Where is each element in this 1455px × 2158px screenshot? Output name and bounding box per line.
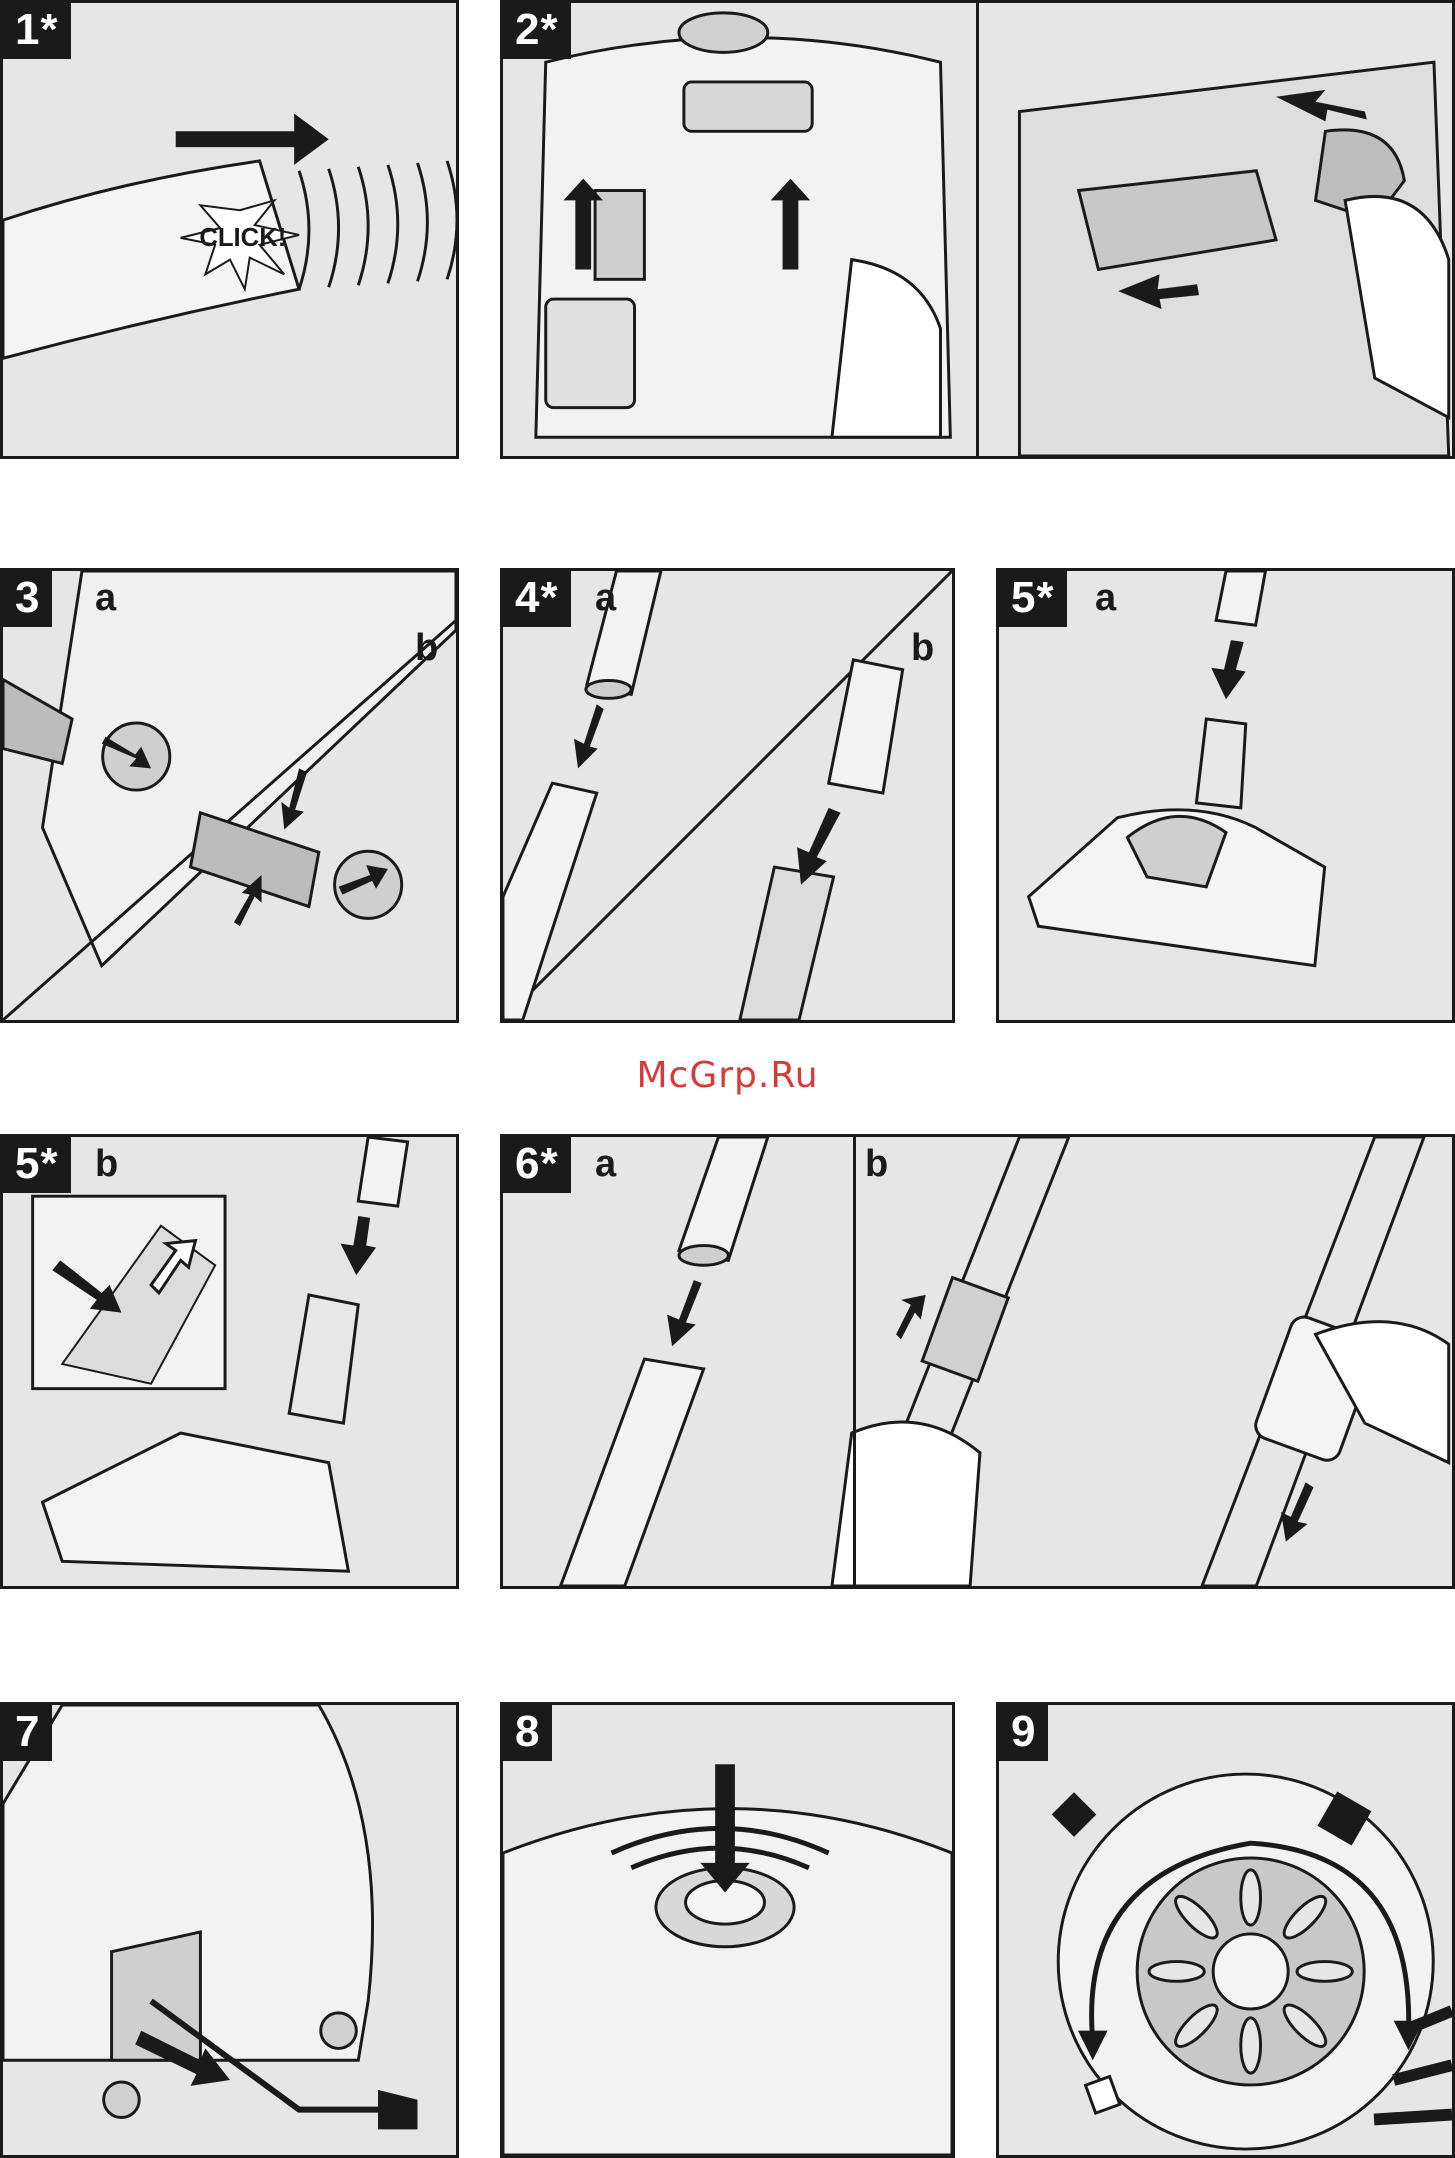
step-badge: 5* xyxy=(999,571,1067,627)
watermark: McGrp.Ru xyxy=(0,1055,1455,1096)
panel-5a-floor-nozzle: 5* a xyxy=(996,568,1455,1023)
panel-7-cord-pull: 7 xyxy=(0,1702,459,2158)
floor-nozzle-attach-illustration xyxy=(999,571,1452,1020)
sub-label-b: b xyxy=(415,627,438,670)
step-badge: 2* xyxy=(503,3,571,59)
power-dial-illustration xyxy=(999,1705,1452,2155)
sub-label-a: a xyxy=(95,577,116,620)
sub-label-b: b xyxy=(865,1143,888,1186)
step-badge: 6* xyxy=(503,1137,571,1193)
push-arrow xyxy=(176,114,329,165)
panel-divider xyxy=(853,1137,856,1589)
click-label: CLICK! xyxy=(199,224,286,252)
step-badge: 5* xyxy=(3,1137,71,1193)
panel-6-tube-adjust: 6* a b xyxy=(500,1134,1455,1589)
step-badge: 3 xyxy=(3,571,52,627)
step-badge: 1* xyxy=(3,3,71,59)
sub-label-a: a xyxy=(595,1143,616,1186)
step-badge: 8 xyxy=(503,1705,552,1761)
panel-5b-nozzle-switch: 5* b xyxy=(0,1134,459,1589)
panel-9-power-dial: 9 xyxy=(996,1702,1455,2158)
panel-4-tube-connect: 4* a b xyxy=(500,568,955,1023)
telescopic-adjust-illustration xyxy=(503,1137,1452,1586)
sub-label-a: b xyxy=(95,1143,118,1186)
sub-label-a: a xyxy=(595,577,616,620)
step-badge: 7 xyxy=(3,1705,52,1761)
panel-1-hose-connect: 1* CLICK! xyxy=(0,0,459,459)
hose-socket-illustration xyxy=(3,571,456,1020)
hose-click-illustration: CLICK! xyxy=(3,3,456,456)
power-cord-illustration xyxy=(3,1705,456,2155)
sub-label-b: b xyxy=(911,627,934,670)
panel-divider xyxy=(976,3,979,459)
power-button-illustration xyxy=(503,1705,952,2155)
sub-label-a: a xyxy=(1095,577,1116,620)
step-badge: 4* xyxy=(503,571,571,627)
panel-3-hose-attach: 3 a b xyxy=(0,568,459,1023)
step-badge: 9 xyxy=(999,1705,1048,1761)
nozzle-switch-illustration xyxy=(3,1137,456,1586)
panel-8-power-button: 8 xyxy=(500,1702,955,2158)
telescopic-tube-illustration xyxy=(503,571,952,1020)
panel-2-accessories: 2* xyxy=(500,0,1455,459)
